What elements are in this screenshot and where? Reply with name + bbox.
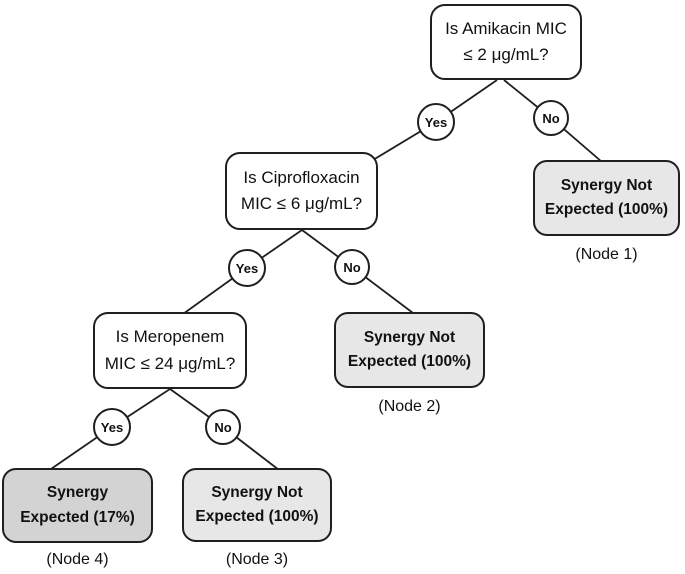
branch-yes-circle: Yes xyxy=(417,103,455,141)
outcome-node-2: Synergy Not Expected (100%) xyxy=(334,312,485,388)
outcome-line: Synergy Not xyxy=(211,483,303,501)
outcome-line: Synergy xyxy=(46,484,109,502)
outcome-node-1: Synergy Not Expected (100%) xyxy=(533,160,680,236)
question-node-ciprofloxacin: Is Ciprofloxacin MIC ≤ 6 μg/mL? xyxy=(225,152,378,230)
branch-yes-label: Yes xyxy=(235,260,259,276)
question-node-amikacin: Is Amikacin MIC ≤ 2 μg/mL? xyxy=(430,4,582,80)
question-line: MIC ≤ 6 μg/mL? xyxy=(240,194,363,213)
branch-no-label: No xyxy=(214,419,232,435)
outcome-line: Expected (100%) xyxy=(347,353,472,370)
outcome-line: Synergy Not xyxy=(560,176,653,194)
question-line: Is Ciprofloxacin xyxy=(243,167,360,187)
outcome-line: Synergy Not xyxy=(363,328,456,346)
branch-no-circle: No xyxy=(334,249,370,285)
branch-no-label: No xyxy=(542,110,560,126)
outcome-node-3: Synergy Not Expected (100%) xyxy=(182,468,332,542)
node-caption-2: (Node 2) xyxy=(378,398,441,415)
node-caption-3: (Node 3) xyxy=(225,551,289,568)
question-node-meropenem: Is Meropenem MIC ≤ 24 μg/mL? xyxy=(93,312,247,389)
branch-yes-circle: Yes xyxy=(228,249,266,287)
question-line: ≤ 2 μg/mL? xyxy=(463,45,549,64)
branch-yes-label: Yes xyxy=(424,114,448,130)
question-line: MIC ≤ 24 μg/mL? xyxy=(104,353,236,373)
branch-yes-circle: Yes xyxy=(93,408,131,446)
node-caption-4: (Node 4) xyxy=(46,551,109,568)
question-line: Is Amikacin MIC xyxy=(445,18,567,38)
outcome-line: Expected (100%) xyxy=(195,508,319,525)
outcome-line: Expected (17%) xyxy=(20,508,135,526)
outcome-node-4: Synergy Expected (17%) xyxy=(2,468,153,543)
branch-yes-label: Yes xyxy=(100,419,124,435)
outcome-line: Expected (100%) xyxy=(544,201,669,218)
node-caption-1: (Node 1) xyxy=(575,246,638,263)
question-line: Is Meropenem xyxy=(115,327,225,347)
branch-no-label: No xyxy=(343,259,361,275)
branch-no-circle: No xyxy=(533,100,569,136)
branch-no-circle: No xyxy=(205,409,241,445)
